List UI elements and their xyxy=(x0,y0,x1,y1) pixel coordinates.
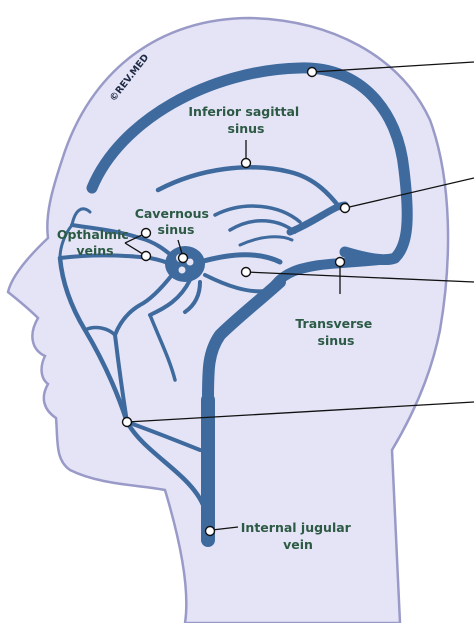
marker-sigmoid xyxy=(240,266,252,278)
sigmoid-sinus xyxy=(202,276,286,406)
marker-inferior-sagittal xyxy=(240,157,252,169)
label-cavernous-sinus-line2: sinus xyxy=(158,222,195,237)
great-cerebral-vein-2 xyxy=(228,218,297,234)
pterygoid-plexus-2 xyxy=(148,278,192,317)
marker-transverse xyxy=(334,256,346,268)
pterygoid-plexus-3 xyxy=(183,280,202,314)
label-internal-jugular-vein: Internal jugular vein xyxy=(241,520,355,552)
inferior-sagittal-sinus xyxy=(155,165,343,211)
label-transverse-sinus-line2: sinus xyxy=(318,333,355,348)
leader-superior-sagittal xyxy=(311,61,474,73)
label-inferior-sagittal-sinus: Inferior sagittal sinus xyxy=(188,104,303,136)
marker-cavernous xyxy=(177,252,189,264)
orbit-vein-connector xyxy=(58,223,74,260)
label-internal-jugular-vein-line2: vein xyxy=(283,537,313,552)
angular-vein xyxy=(70,207,92,227)
pterygoid-plexus-1 xyxy=(113,273,174,337)
label-opthalmic-veins-line1: Opthalmic xyxy=(57,227,129,242)
cavernous-sinus-region xyxy=(165,246,205,282)
facial-branch xyxy=(148,313,177,382)
leader-jugular xyxy=(211,526,239,531)
great-cerebral-vein-1 xyxy=(213,204,302,224)
label-transverse-sinus-line1: Transverse xyxy=(295,316,372,331)
superior-ophthalmic-vein xyxy=(70,223,174,258)
label-inferior-sagittal-sinus-line2: sinus xyxy=(228,121,265,136)
communicating-vein xyxy=(125,420,202,452)
marker-opthalmic-1 xyxy=(140,227,152,239)
petrosal-sinus xyxy=(197,252,283,265)
basal-vein xyxy=(238,235,294,247)
label-cavernous-sinus: Cavernous sinus xyxy=(135,206,214,237)
label-transverse-sinus: Transverse sinus xyxy=(295,316,376,348)
cavernous-hole-2 xyxy=(186,258,194,266)
leader-sigmoid xyxy=(245,271,474,283)
deep-facial-vein xyxy=(83,325,117,337)
label-inferior-sagittal-sinus-line1: Inferior sagittal xyxy=(188,104,299,119)
marker-opthalmic-2 xyxy=(140,250,152,262)
label-cavernous-sinus-line1: Cavernous xyxy=(135,206,209,221)
marker-straight-sinus xyxy=(339,202,351,214)
transverse-sinus xyxy=(270,253,400,290)
marker-jugular xyxy=(204,525,216,537)
leader-facial xyxy=(126,401,474,423)
inferior-petrosal-sinus xyxy=(203,273,274,294)
label-opthalmic-veins: Opthalmic veins xyxy=(57,227,133,258)
cavernous-hole-3 xyxy=(178,266,186,274)
retromandibular-vein xyxy=(113,333,129,424)
marker-facial xyxy=(121,416,133,428)
label-internal-jugular-vein-line1: Internal jugular xyxy=(241,520,352,535)
leader-straight-sinus xyxy=(344,177,474,209)
label-opthalmic-veins-line2: veins xyxy=(76,243,113,258)
marker-superior-sagittal xyxy=(306,66,318,78)
